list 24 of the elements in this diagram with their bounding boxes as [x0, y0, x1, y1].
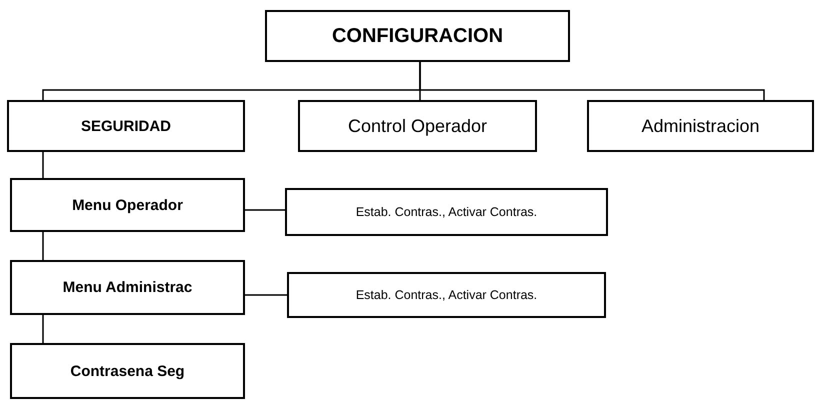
connector-line [42, 315, 44, 343]
box-label: Control Operador [348, 116, 488, 136]
box-label: Administracion [641, 116, 760, 136]
org-box [285, 188, 608, 236]
connector-line [42, 232, 44, 260]
org-box [10, 178, 245, 232]
org-box [587, 100, 814, 152]
org-box [287, 272, 606, 318]
box-label: CONFIGURACION [332, 24, 504, 48]
org-box [265, 10, 570, 62]
org-box [10, 260, 245, 315]
org-box [10, 343, 245, 399]
box-label: SEGURIDAD [80, 118, 171, 134]
org-box [298, 100, 537, 152]
box-label: Menu Operador [72, 196, 183, 214]
connector-line [42, 152, 44, 178]
box-label: Estab. Contras., Activar Contras. [356, 288, 538, 302]
org-box [7, 100, 245, 152]
box-label: Menu Administrac [62, 279, 192, 296]
box-label: Estab. Contras., Activar Contras. [356, 205, 538, 219]
box-label: Contrasena Seg [70, 362, 185, 380]
connector-line [245, 209, 285, 211]
connector-line [245, 294, 287, 296]
connector-line [419, 62, 765, 100]
